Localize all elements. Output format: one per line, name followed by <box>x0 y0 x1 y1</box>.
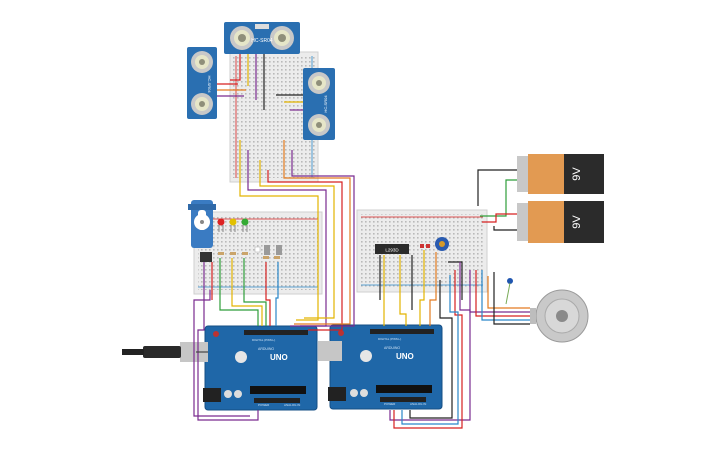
led-yellow <box>229 218 237 232</box>
battery-1-label: 9V <box>571 167 583 181</box>
arduino-2-model: UNO <box>396 352 414 361</box>
sensor-left-label: HC-SR04 <box>207 75 212 93</box>
arduino-uno-1[interactable]: UNO ARDUINO DIGITAL (PWM~) POWER ANALOG … <box>180 325 318 411</box>
arduino-1-digital-label: DIGITAL (PWM~) <box>252 338 275 342</box>
battery-1: 9V <box>517 154 604 194</box>
ic-label: L293D <box>385 248 399 253</box>
dc-motor[interactable] <box>530 289 589 343</box>
arduino-2-analog-label: ANALOG IN <box>410 402 426 406</box>
breadboard-left <box>193 211 323 295</box>
capacitors <box>420 244 430 248</box>
ultrasonic-sensor-top[interactable]: HC-SR04 <box>224 22 300 54</box>
led-green <box>241 218 249 232</box>
arduino-uno-2[interactable]: UNO ARDUINO DIGITAL (PWM~) POWER ANALOG … <box>318 324 443 410</box>
arduino-2-power-label: POWER <box>384 402 396 406</box>
arduino-2-brand: ARDUINO <box>384 346 400 350</box>
arduino-1-analog-label: ANALOG IN <box>284 403 300 407</box>
led-red <box>217 218 225 232</box>
sensor-top-label: HC-SR04 <box>251 38 273 44</box>
battery-2-label: 9V <box>571 215 583 229</box>
potentiometer[interactable] <box>435 237 449 251</box>
battery-2: 9V <box>517 201 604 243</box>
small-ic <box>200 252 212 262</box>
encoder-probe <box>505 278 513 305</box>
arduino-2-digital-label: DIGITAL (PWM~) <box>378 337 401 341</box>
arduino-1-brand: ARDUINO <box>258 347 274 351</box>
ultrasonic-sensor-right[interactable]: HC-SR04 <box>303 68 335 140</box>
usb-cable <box>122 346 181 358</box>
push-buttons <box>254 245 282 255</box>
sensor-right-label: HC-SR04 <box>323 95 328 113</box>
motor-driver-ic: L293D <box>375 244 409 254</box>
wires <box>193 54 530 429</box>
arduino-1-power-label: POWER <box>258 403 270 407</box>
ultrasonic-sensor-left[interactable]: HC-SR04 <box>187 47 217 119</box>
servo-motor[interactable] <box>188 200 216 248</box>
arduino-1-model: UNO <box>270 353 288 362</box>
resistors <box>218 252 280 259</box>
